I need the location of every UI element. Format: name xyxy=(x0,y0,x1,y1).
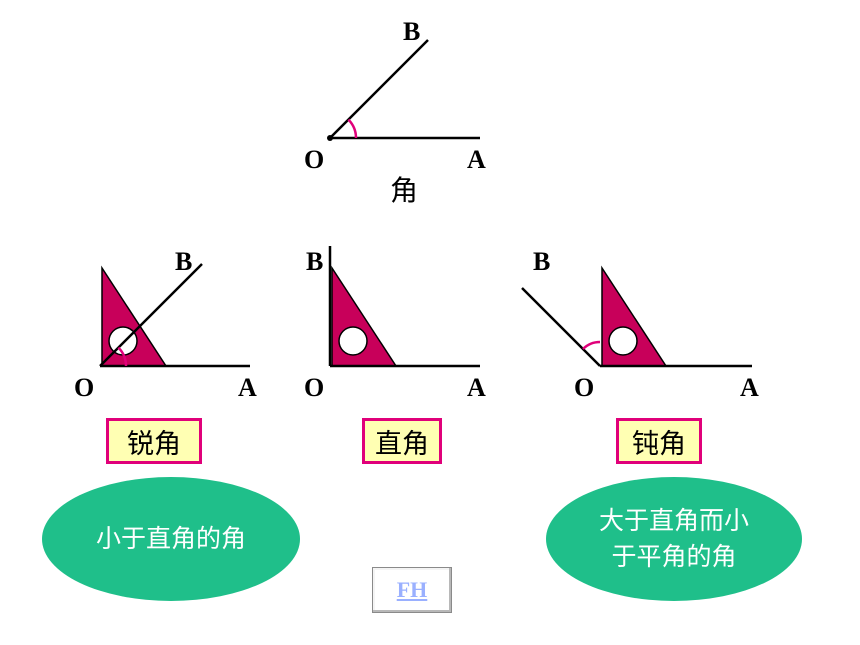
right-set-square-hole xyxy=(338,326,368,356)
acute-definition-text: 小于直角的角 xyxy=(95,524,246,553)
top-caption: 角 xyxy=(390,174,418,207)
acute-angle-arc xyxy=(117,346,128,367)
acute-set-square xyxy=(101,265,168,367)
obtuse-definition-line-1: 大于直角而小 xyxy=(598,506,749,535)
obtuse-ray-ob xyxy=(521,287,601,367)
acute-label-a: A xyxy=(238,373,257,402)
right-label-a: A xyxy=(467,373,486,402)
acute-angle-diagram: O A B xyxy=(74,247,257,402)
acute-label-b: B xyxy=(175,247,192,276)
return-button-label: FH xyxy=(396,577,428,602)
acute-label-o: O xyxy=(74,373,94,402)
right-type-label-box: 直角 xyxy=(362,418,442,464)
acute-definition-oval: 小于直角的角 xyxy=(42,477,300,601)
obtuse-type-label-box: 钝角 xyxy=(616,418,702,464)
obtuse-label-a: A xyxy=(740,373,759,402)
obtuse-label-b: B xyxy=(533,247,550,276)
obtuse-type-label: 钝角 xyxy=(632,428,686,460)
top-angle-arc xyxy=(347,118,358,139)
obtuse-set-square xyxy=(601,265,668,367)
right-set-square xyxy=(331,265,398,367)
top-ray-ob xyxy=(329,39,429,139)
obtuse-definition-line-2: 于平角的角 xyxy=(611,542,737,571)
right-label-b: B xyxy=(306,247,323,276)
obtuse-label-o: O xyxy=(574,373,594,402)
obtuse-definition-oval: 大于直角而小 于平角的角 xyxy=(546,477,802,601)
obtuse-angle-arc xyxy=(582,340,601,350)
right-type-label: 直角 xyxy=(375,428,429,460)
obtuse-angle-diagram: O A B xyxy=(521,247,759,402)
right-label-o: O xyxy=(304,373,324,402)
top-angle: O A B 角 xyxy=(304,17,486,207)
right-angle-diagram: O A B xyxy=(304,246,486,402)
top-label-b: B xyxy=(403,17,420,46)
acute-type-label-box: 锐角 xyxy=(106,418,202,464)
return-button[interactable]: FH xyxy=(372,567,452,613)
top-label-a: A xyxy=(467,145,486,174)
acute-ray-ob xyxy=(99,263,203,367)
acute-set-square-hole xyxy=(108,326,138,356)
acute-type-label: 锐角 xyxy=(127,428,181,460)
top-vertex-dot xyxy=(327,135,333,141)
top-label-o: O xyxy=(304,145,324,174)
obtuse-set-square-hole xyxy=(608,326,638,356)
